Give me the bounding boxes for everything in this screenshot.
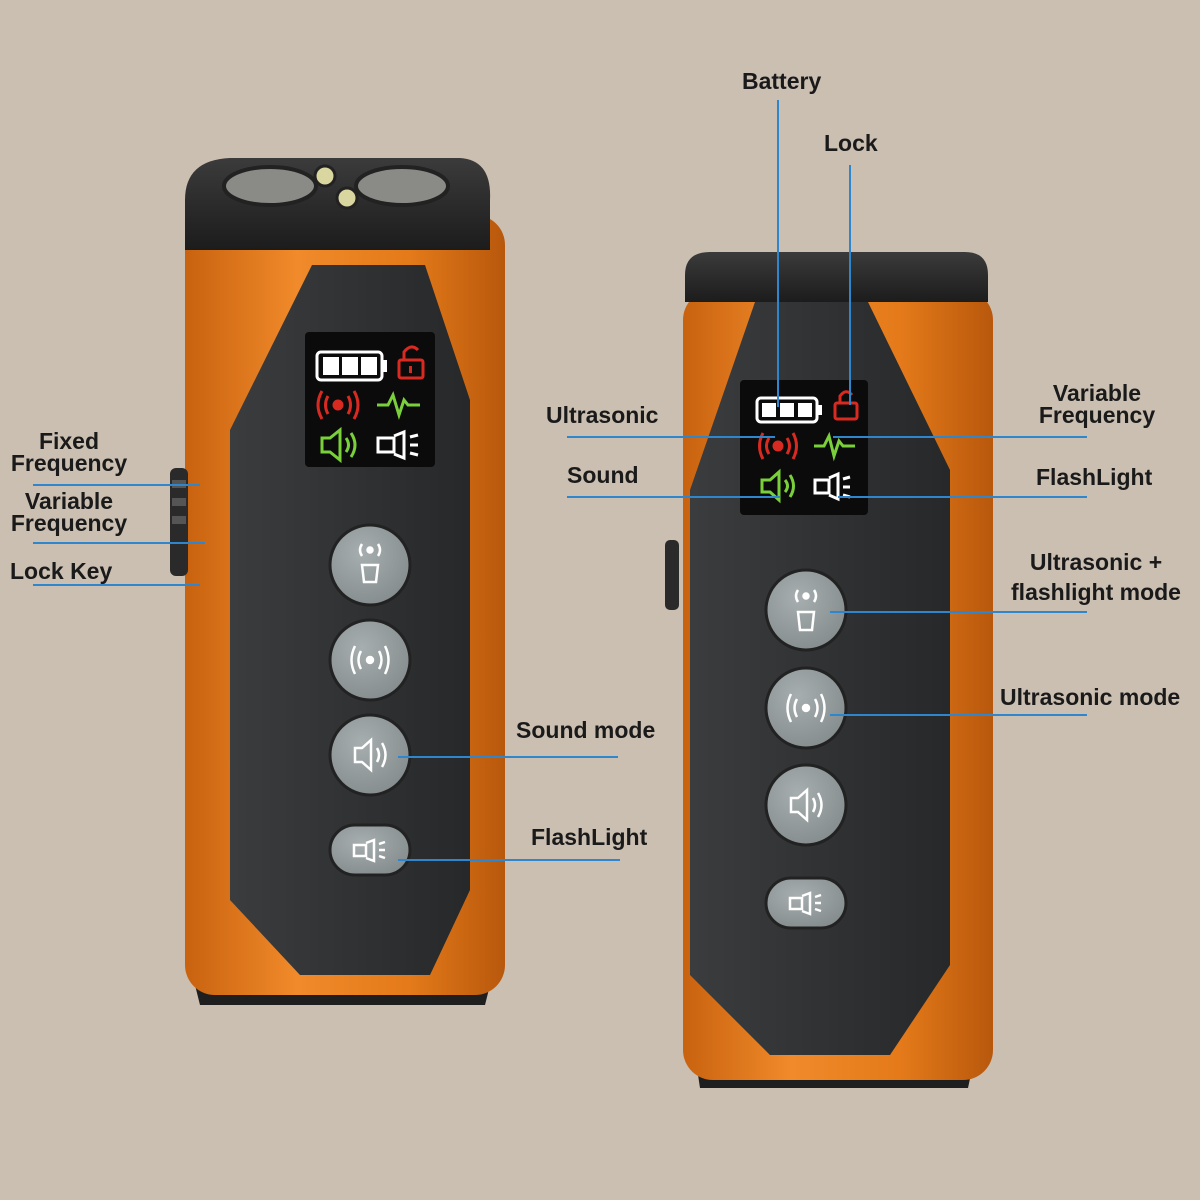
flashlight-icon bbox=[376, 429, 419, 461]
label-lock-key: Lock Key bbox=[10, 558, 113, 584]
left-device bbox=[170, 158, 505, 1005]
speaker-icon bbox=[320, 426, 357, 464]
left-switch-ridge bbox=[172, 516, 186, 524]
right-device bbox=[665, 252, 993, 1088]
speaker-icon bbox=[760, 468, 795, 504]
battery-icon bbox=[755, 396, 822, 424]
left-device-led-top bbox=[313, 164, 337, 188]
left-device-lens-right bbox=[354, 165, 450, 207]
leader-lines bbox=[33, 100, 1087, 861]
left-device-lens-left bbox=[222, 165, 318, 207]
lock-icon bbox=[397, 345, 425, 380]
right-device-top-cap bbox=[685, 252, 988, 302]
label-sound: Sound bbox=[567, 462, 639, 488]
left-switch-ridge bbox=[172, 498, 186, 506]
ultrasonic-button[interactable] bbox=[764, 666, 848, 750]
label-ultrasonic-mode: Ultrasonic mode bbox=[1000, 684, 1181, 710]
frequency-wave-icon bbox=[814, 431, 855, 462]
label-lock: Lock bbox=[824, 130, 878, 156]
label-variable-frequency-right: Variable Frequency bbox=[1038, 380, 1156, 428]
sound-button[interactable] bbox=[764, 763, 848, 847]
right-device-side-switch[interactable] bbox=[665, 540, 679, 610]
label-battery: Battery bbox=[742, 68, 822, 94]
battery-icon bbox=[315, 350, 387, 382]
ultrasonic-flashlight-button[interactable] bbox=[764, 568, 848, 652]
label-variable-frequency-left: Variable Frequency bbox=[10, 488, 128, 536]
label-flashlight-left: FlashLight bbox=[531, 824, 648, 850]
ultrasonic-icon bbox=[316, 390, 360, 420]
left-device-led-bottom bbox=[335, 186, 359, 210]
label-flashlight-right: FlashLight bbox=[1036, 464, 1153, 490]
ultrasonic-flashlight-button[interactable] bbox=[328, 523, 412, 607]
label-sound-mode: Sound mode bbox=[516, 717, 656, 743]
label-fixed-frequency: Fixed Frequency bbox=[10, 428, 128, 476]
label-ultrasonic: Ultrasonic bbox=[546, 402, 659, 428]
ultrasonic-button[interactable] bbox=[328, 618, 412, 702]
ultrasonic-icon bbox=[758, 432, 798, 460]
label-ultrasonic-flashlight-mode: Ultrasonic + flashlight mode bbox=[1011, 549, 1181, 605]
frequency-wave-icon bbox=[377, 390, 420, 420]
flashlight-button[interactable] bbox=[328, 823, 412, 877]
flashlight-button[interactable] bbox=[764, 876, 848, 930]
sound-button[interactable] bbox=[328, 713, 412, 797]
